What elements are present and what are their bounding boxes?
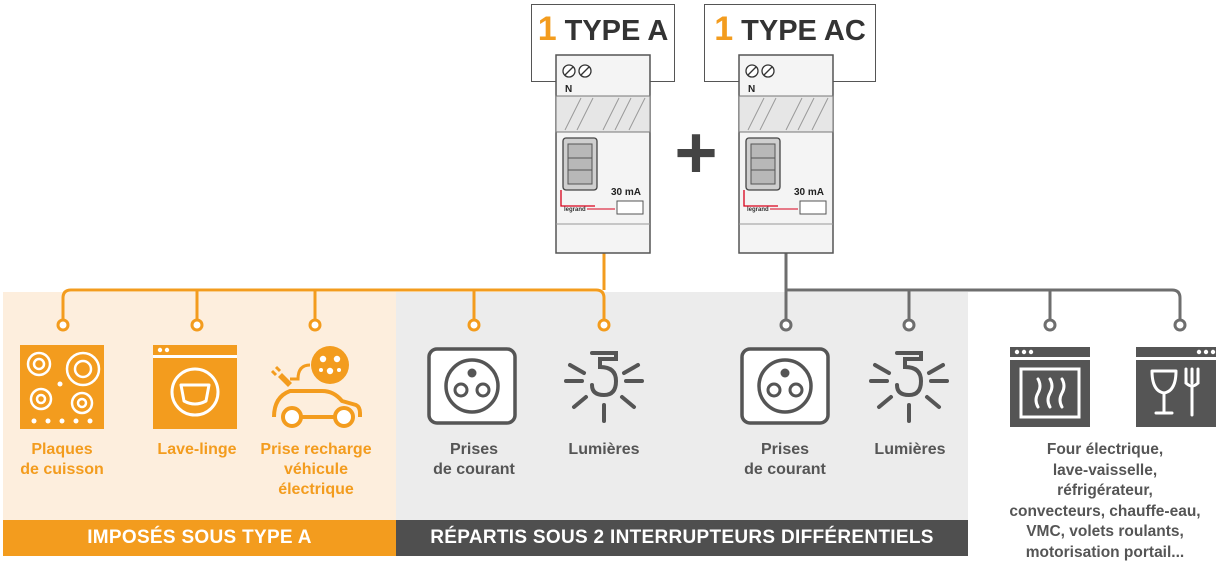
label-other-appliances: Four électrique, lave-vaisselle, réfrigé… (1009, 441, 1201, 561)
label-prises-a: Prises de courant (433, 441, 515, 478)
label-prise-recharge: Prise recharge véhicule électrique (260, 441, 372, 498)
brand-label: legrand (564, 207, 586, 213)
type-a-label: TYPE A (564, 15, 669, 47)
connector-dot (56, 318, 70, 332)
light-icon (564, 351, 644, 423)
type-a-band: IMPOSÉS SOUS TYPE A (3, 520, 396, 556)
neutral-label: N (748, 84, 755, 95)
type-a-count: 1 (537, 10, 557, 48)
light-icon (869, 351, 949, 423)
oven-icon (1010, 347, 1090, 427)
ev-charger-icon (270, 346, 362, 428)
connector-dot (190, 318, 204, 332)
rating-label: 30 mA (611, 187, 641, 198)
hob-icon (20, 345, 104, 429)
type-ac-count: 1 (714, 10, 734, 48)
label-lave-linge: Lave-linge (157, 441, 237, 458)
connector-dot (597, 318, 611, 332)
connector-dot (308, 318, 322, 332)
split-band: RÉPARTIS SOUS 2 INTERRUPTEURS DIFFÉRENTI… (396, 520, 968, 556)
label-lumieres-ac: Lumières (874, 441, 946, 458)
washing-machine-icon (153, 345, 237, 429)
neutral-label: N (565, 84, 572, 95)
rating-label: 30 mA (794, 187, 824, 198)
connector-dot (1173, 318, 1187, 332)
connector-dot (779, 318, 793, 332)
brand-label: legrand (747, 207, 769, 213)
connector-dot (1043, 318, 1057, 332)
connector-dot (902, 318, 916, 332)
label-prises-ac: Prises de courant (744, 441, 826, 478)
socket-icon (427, 347, 517, 425)
breaker-type-a: N legrand 30 mA (555, 54, 651, 254)
socket-icon (740, 347, 830, 425)
label-lumieres-a: Lumières (568, 441, 640, 458)
dishwasher-icon (1136, 347, 1216, 427)
breaker-type-ac: N legrand 30 mA (738, 54, 834, 254)
label-plaques: Plaques de cuisson (20, 441, 104, 478)
plus-sign: + (674, 111, 718, 194)
connector-dot (467, 318, 481, 332)
type-ac-label: TYPE AC (741, 15, 866, 47)
